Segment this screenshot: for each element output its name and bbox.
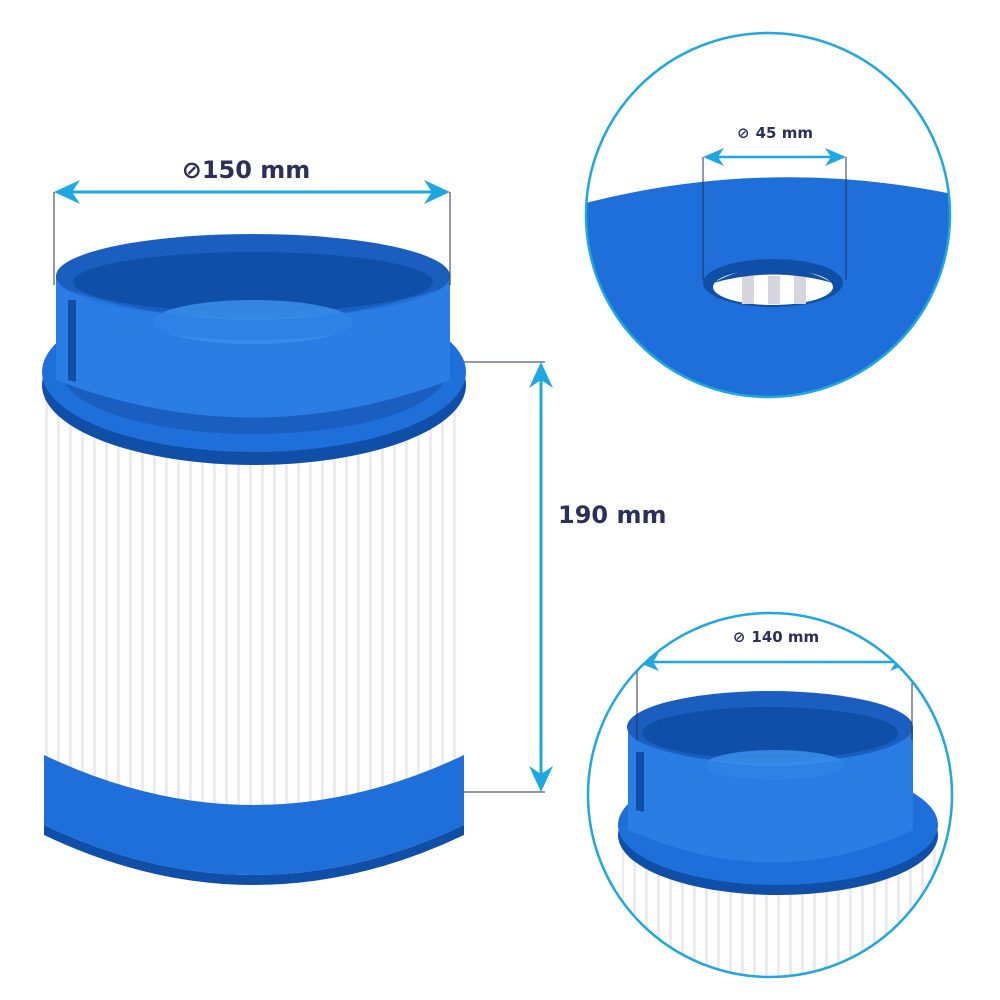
svg-text:⊘45 mm: ⊘ 45 mm (737, 124, 813, 142)
bottom-diameter-value: 140 mm (751, 628, 819, 646)
diameter-symbol-icon: ⊘ (182, 156, 202, 184)
detail-circle-inner-hole: ⊘ 45 mm (584, 31, 952, 399)
bottom-cap (44, 755, 464, 875)
height-value: 190 mm (558, 501, 666, 529)
outer-diameter-measure: ⊘150 mm (53, 156, 451, 285)
arrow-right-icon (424, 180, 450, 204)
top-collar (56, 234, 450, 418)
arrow-up-icon (529, 362, 553, 388)
height-measure: 190 mm (464, 361, 666, 793)
inner-hole-symbol-icon: ⊘ (737, 124, 750, 142)
inner-hole-value: 45 mm (756, 124, 813, 142)
arrow-left-icon (54, 180, 80, 204)
svg-text:⊘150 mm: ⊘150 mm (182, 156, 311, 184)
filter-cartridge (42, 234, 466, 885)
bottom-diameter-symbol-icon: ⊘ (733, 628, 746, 646)
arrow-down-icon (529, 766, 553, 792)
svg-text:⊘140 mm: ⊘ 140 mm (733, 628, 819, 646)
detail-circle-bottom-diameter: ⊘ 140 mm (586, 611, 954, 979)
outer-diameter-value: 150 mm (202, 156, 310, 184)
